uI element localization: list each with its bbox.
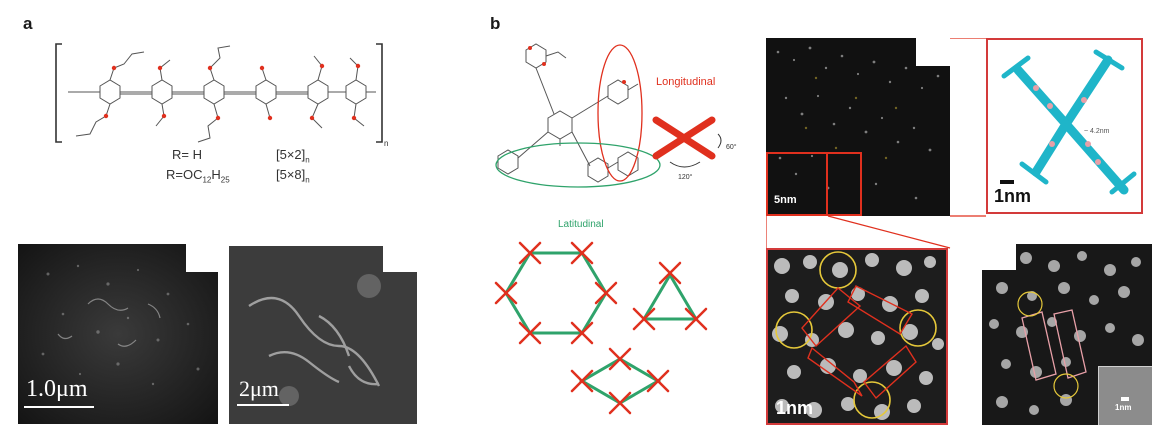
zoom-region-box-2 [826, 152, 862, 216]
stm-right-inset-scale-bar [1121, 397, 1129, 401]
sem-image-left: 1.0μm [18, 244, 218, 424]
label-longitudinal: Longitudinal [656, 76, 716, 88]
stm-overview-image: 5nm [766, 38, 950, 216]
zoom-connector-lines [766, 38, 986, 249]
label-latitudinal: Latitudinal [558, 219, 604, 230]
panel-label-a: a [23, 14, 33, 33]
tiling-motifs-diagram [494, 241, 708, 415]
stm-overview-scale-label: 5nm [774, 194, 797, 206]
sem-right-scale-label: 2μm [239, 376, 279, 401]
sem-left-scale-bar [24, 406, 94, 408]
formula-polymer-5x2: [5×2]n [276, 147, 310, 165]
stm-right-inset-scale-label: 1nm [1115, 403, 1132, 412]
panel-label-b: b [490, 14, 501, 33]
sem-left-scale-label: 1.0μm [26, 376, 88, 402]
molecule-conformation-diagram [495, 43, 722, 188]
formula-line-1: R= H [5×2]n [172, 146, 310, 165]
bracket-subscript: n [384, 139, 388, 148]
formula-r-hydrogen: R= H [172, 147, 202, 162]
stm-right-image: 1nm [982, 244, 1152, 425]
sem-right-scale-bar [237, 404, 289, 406]
polymer-structure-diagram: n [55, 43, 388, 148]
label-120-degrees: 120° [678, 174, 693, 181]
model-measure-label: ~ 4.2nm [1084, 128, 1110, 135]
formula-line-2: R=OC12H25 [5×8]n [166, 166, 310, 190]
formula-polymer-5x8: [5×8]n [276, 167, 310, 185]
stm-zoom-scale-label: 1nm [776, 398, 814, 418]
model-scale-label: 1nm [994, 186, 1032, 206]
sem-image-right: 2μm [229, 246, 417, 424]
formula-r-alkoxy: R=OC12H25 [166, 167, 230, 185]
molecular-model-inset: ~ 4.2nm 1nm [986, 38, 1143, 214]
stm-zoom-image: 1nm [766, 248, 948, 425]
label-60-degrees: 60° [726, 144, 737, 151]
model-scale-bar [1000, 180, 1014, 184]
stm-right-inset: 1nm [1098, 366, 1152, 425]
